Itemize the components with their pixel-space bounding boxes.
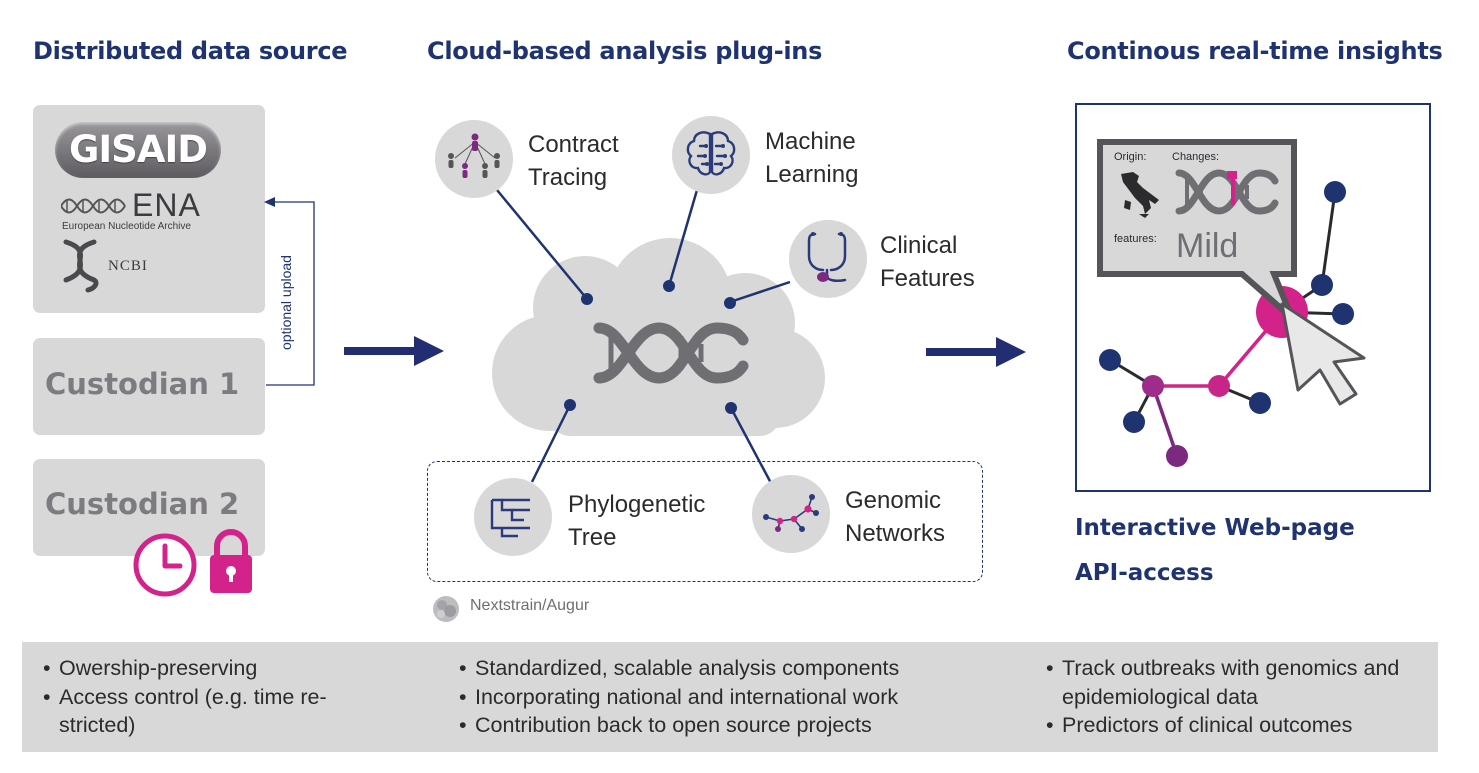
tooltip-features-label: features:	[1114, 233, 1157, 245]
ncbi-helix-icon	[63, 239, 99, 293]
phylogenetic-tree-line2: Tree	[568, 524, 617, 551]
network-icon	[763, 494, 819, 532]
arrow-to-insights	[926, 337, 1026, 367]
tooltip-severity: Mild	[1176, 227, 1239, 265]
contract-tracing-label: Contract Tracing	[528, 128, 619, 194]
changes-dna-icon	[1175, 169, 1279, 215]
phylogenetic-tree-line1: Phylogenetic	[568, 491, 706, 518]
phylogenetic-tree-circle	[474, 478, 552, 556]
ena-text: ENA	[132, 187, 201, 223]
contract-tracing-circle	[435, 120, 513, 198]
heading-insights: Continous real-time insights	[1067, 37, 1443, 65]
summary-center-list: Standardized, scalable analysis componen…	[459, 654, 979, 740]
list-item-line2: epidemiological data	[1062, 684, 1259, 709]
list-item-line2: stricted)	[59, 713, 136, 737]
clinical-features-line1: Clinical	[880, 232, 958, 259]
list-item: Access control (e.g. time re-stricted)	[43, 683, 373, 740]
clinical-features-circle	[789, 220, 867, 298]
machine-learning-circle	[672, 116, 750, 194]
nextstrain-logo-icon	[433, 596, 459, 622]
custodian-1-label: Custodian 1	[45, 367, 240, 401]
dna-wave-icon	[61, 198, 126, 214]
gisaid-text: GISAID	[69, 128, 208, 171]
list-item: Owership-preserving	[43, 654, 373, 683]
heading-analysis-plugins: Cloud-based analysis plug-ins	[427, 37, 823, 65]
arrow-to-cloud	[344, 336, 444, 366]
summary-right-list: Track outbreaks with genomics and epidemi…	[1046, 654, 1436, 740]
nextstrain-label: Nextstrain/Augur	[470, 597, 590, 614]
tooltip-origin-label: Origin:	[1114, 151, 1147, 163]
public-databases-box: GISAID ENA European Nucleotide Archive N…	[33, 105, 265, 313]
italy-map-icon	[1121, 172, 1159, 218]
optional-upload-label: optional upload	[278, 255, 294, 350]
dna-icon	[593, 322, 749, 384]
clinical-features-line2: Features	[880, 265, 975, 292]
interactive-web-page-label: Interactive Web-page	[1075, 515, 1355, 541]
clock-icon	[133, 533, 197, 597]
machine-learning-label: Machine Learning	[765, 125, 858, 191]
people-network-icon	[448, 133, 500, 178]
ncbi-text: NCBI	[108, 258, 148, 274]
heading-data-source: Distributed data source	[33, 37, 348, 65]
lock-icon	[210, 529, 252, 593]
plugin-connectors	[496, 189, 791, 486]
list-item: Contribution back to open source project…	[459, 711, 979, 740]
cursor-icon	[1280, 302, 1366, 406]
contract-tracing-line1: Contract	[528, 131, 619, 158]
custodian-2-label: Custodian 2	[45, 487, 240, 521]
list-item-line1: Track outbreaks with genomics and	[1062, 656, 1400, 680]
custodian-1-box: Custodian 1	[33, 338, 265, 435]
genomic-networks-line1: Genomic	[845, 487, 942, 514]
api-access-label: API-access	[1075, 560, 1214, 586]
list-item: Incorporating national and international…	[459, 683, 979, 712]
genomic-networks-label: Genomic Networks	[845, 484, 945, 550]
list-item: Track outbreaks with genomics and epidemi…	[1046, 654, 1436, 711]
genomic-networks-line2: Networks	[845, 520, 946, 547]
list-item: Predictors of clinical outcomes	[1046, 711, 1436, 740]
list-item: Standardized, scalable analysis componen…	[459, 654, 979, 683]
machine-learning-line1: Machine	[765, 128, 856, 155]
ena-fullname: European Nucleotide Archive	[62, 221, 191, 232]
optional-upload-arrow	[264, 197, 315, 386]
stethoscope-icon	[807, 232, 847, 283]
brain-icon	[686, 131, 736, 176]
clinical-features-label: Clinical Features	[880, 229, 975, 295]
tree-icon	[490, 498, 530, 538]
machine-learning-line2: Learning	[765, 161, 859, 188]
genomic-networks-circle	[752, 475, 830, 553]
summary-left-list: Owership-preserving Access control (e.g.…	[43, 654, 373, 740]
nextstrain-group-box	[427, 461, 983, 582]
phylogenetic-tree-label: Phylogenetic Tree	[568, 488, 705, 554]
contract-tracing-line2: Tracing	[528, 164, 608, 191]
list-item-line1: Access control (e.g. time re-	[59, 684, 327, 709]
tooltip-changes-label: Changes:	[1172, 151, 1220, 163]
gisaid-logo: GISAID	[55, 122, 221, 178]
